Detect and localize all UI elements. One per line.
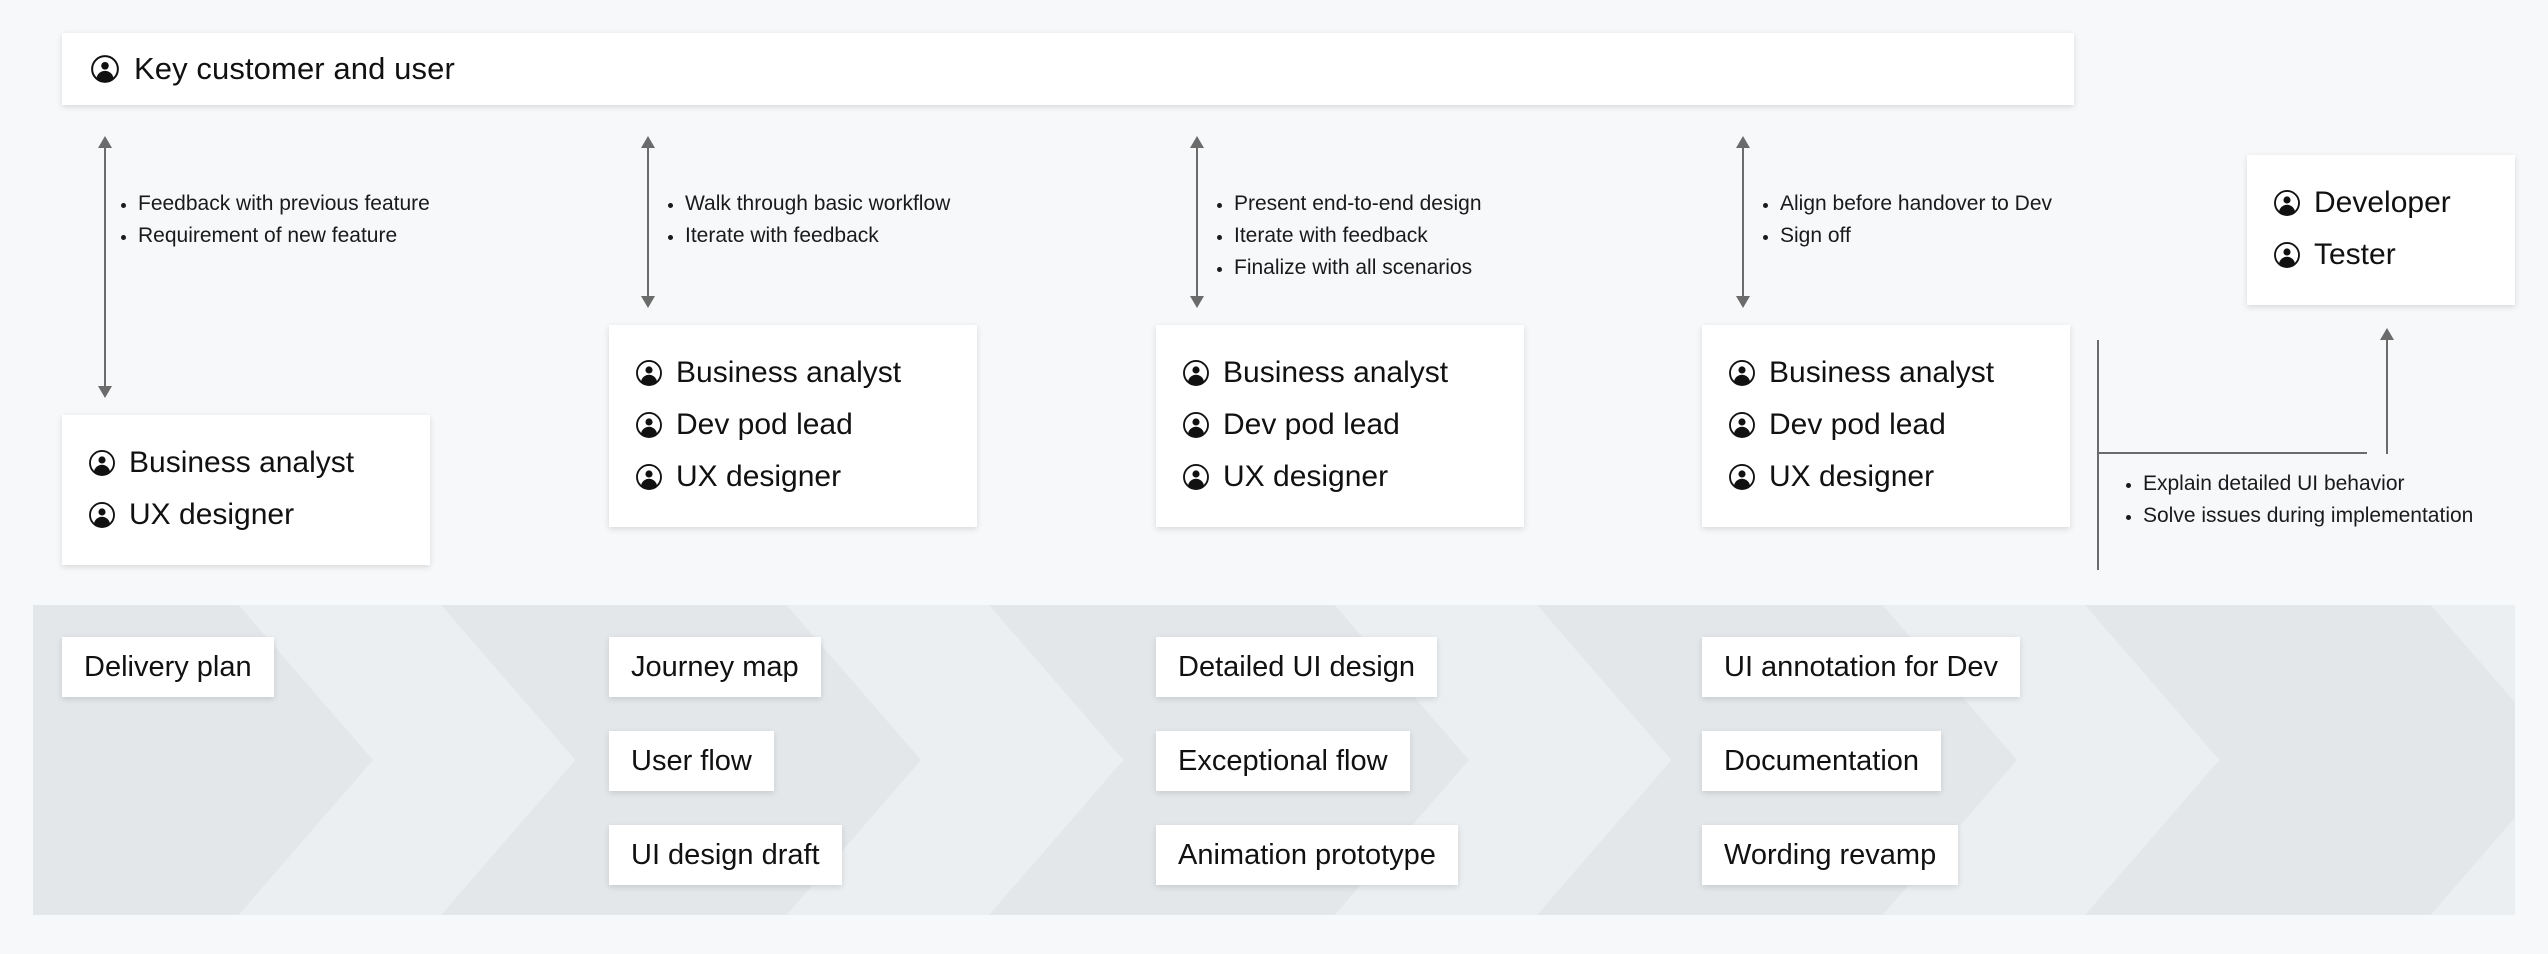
arrow-down-icon xyxy=(98,386,112,398)
deliverable-card[interactable]: Exceptional flow xyxy=(1156,731,1410,791)
arrow-up-icon xyxy=(2380,328,2394,340)
role-label: Dev pod lead xyxy=(1223,408,1400,441)
role-label: Business analyst xyxy=(129,446,355,479)
stage-3-role-card: Business analyst Dev pod lead UX designe… xyxy=(1156,325,1524,527)
deliverable-card[interactable]: Detailed UI design xyxy=(1156,637,1437,697)
activity-item: Solve issues during implementation xyxy=(2143,500,2473,532)
activity-item: Iterate with feedback xyxy=(1234,220,1482,252)
role-label: UX designer xyxy=(1223,460,1389,493)
person-icon xyxy=(2273,241,2301,269)
arrow-down-icon xyxy=(641,296,655,308)
person-icon xyxy=(88,501,116,529)
role-row: Developer xyxy=(2273,177,2489,229)
stage-1-role-card: Business analyst UX designer xyxy=(62,415,430,565)
role-label: UX designer xyxy=(129,498,295,531)
person-icon xyxy=(1182,463,1210,491)
arrow-down-icon xyxy=(1736,296,1750,308)
deliverable-card[interactable]: Journey map xyxy=(609,637,821,697)
arrow-up-icon xyxy=(98,136,112,148)
deliverable-card[interactable]: Delivery plan xyxy=(62,637,274,697)
connector-line xyxy=(647,148,649,296)
deliverable-card[interactable]: Animation prototype xyxy=(1156,825,1458,885)
role-label: Business analyst xyxy=(1769,356,1995,389)
role-label: Business analyst xyxy=(1223,356,1449,389)
connector-line xyxy=(104,148,106,386)
activity-item: Requirement of new feature xyxy=(138,220,430,252)
person-icon xyxy=(635,463,663,491)
person-icon xyxy=(1728,359,1756,387)
activity-item: Present end-to-end design xyxy=(1234,188,1482,220)
arrow-up-icon xyxy=(641,136,655,148)
role-row: Business analyst xyxy=(635,347,951,399)
connector-line xyxy=(2097,452,2367,454)
deliverable-card[interactable]: UI annotation for Dev xyxy=(1702,637,2021,697)
role-row: Tester xyxy=(2273,229,2489,281)
role-row: Dev pod lead xyxy=(1182,399,1498,451)
role-label: Dev pod lead xyxy=(1769,408,1946,441)
role-label: Dev pod lead xyxy=(676,408,853,441)
role-row: UX designer xyxy=(88,489,404,541)
person-icon xyxy=(1182,359,1210,387)
stage-4-role-card: Business analyst Dev pod lead UX designe… xyxy=(1702,325,2070,527)
stage-2-role-card: Business analyst Dev pod lead UX designe… xyxy=(609,325,977,527)
activity-item: Align before handover to Dev xyxy=(1780,188,2052,220)
key-customer-bar: Key customer and user xyxy=(62,33,2074,105)
role-row: UX designer xyxy=(1182,451,1498,503)
stage-1-activities: Feedback with previous feature Requireme… xyxy=(112,188,430,252)
deliverable-card[interactable]: Wording revamp xyxy=(1702,825,1959,885)
role-label: Developer xyxy=(2314,186,2451,219)
arrow-up-icon xyxy=(1736,136,1750,148)
role-row: Business analyst xyxy=(1728,347,2044,399)
activity-item: Feedback with previous feature xyxy=(138,188,430,220)
person-icon xyxy=(635,411,663,439)
activity-item: Iterate with feedback xyxy=(685,220,950,252)
person-icon xyxy=(635,359,663,387)
page-title: Key customer and user xyxy=(134,51,455,86)
stage-3-activities: Present end-to-end design Iterate with f… xyxy=(1208,188,1482,284)
connector-line xyxy=(1196,148,1198,296)
person-icon xyxy=(1728,463,1756,491)
person-icon xyxy=(88,449,116,477)
role-row: Business analyst xyxy=(1182,347,1498,399)
activity-item: Finalize with all scenarios xyxy=(1234,252,1482,284)
deliverable-card[interactable]: User flow xyxy=(609,731,774,791)
arrow-down-icon xyxy=(1190,296,1204,308)
activity-item: Explain detailed UI behavior xyxy=(2143,468,2473,500)
activity-item: Sign off xyxy=(1780,220,2052,252)
role-row: UX designer xyxy=(635,451,951,503)
role-row: Dev pod lead xyxy=(1728,399,2044,451)
connector-line xyxy=(1742,148,1744,296)
role-row: UX designer xyxy=(1728,451,2044,503)
person-icon xyxy=(1182,411,1210,439)
person-icon xyxy=(90,54,120,84)
deliverable-card[interactable]: UI design draft xyxy=(609,825,842,885)
stage-2-activities: Walk through basic workflow Iterate with… xyxy=(659,188,950,252)
deliverable-card[interactable]: Documentation xyxy=(1702,731,1942,791)
chevron-shape xyxy=(2085,605,2515,915)
role-row: Dev pod lead xyxy=(635,399,951,451)
role-label: UX designer xyxy=(1769,460,1935,493)
arrow-up-icon xyxy=(1190,136,1204,148)
role-label: Business analyst xyxy=(676,356,902,389)
handoff-role-card: Developer Tester xyxy=(2247,155,2515,305)
role-row: Business analyst xyxy=(88,437,404,489)
person-icon xyxy=(1728,411,1756,439)
role-label: Tester xyxy=(2314,238,2396,271)
handoff-activities: Explain detailed UI behavior Solve issue… xyxy=(2117,468,2473,532)
person-icon xyxy=(2273,189,2301,217)
connector-line xyxy=(2097,340,2099,570)
role-label: UX designer xyxy=(676,460,842,493)
activity-item: Walk through basic workflow xyxy=(685,188,950,220)
stage-4-activities: Align before handover to Dev Sign off xyxy=(1754,188,2052,252)
connector-line xyxy=(2386,340,2388,454)
